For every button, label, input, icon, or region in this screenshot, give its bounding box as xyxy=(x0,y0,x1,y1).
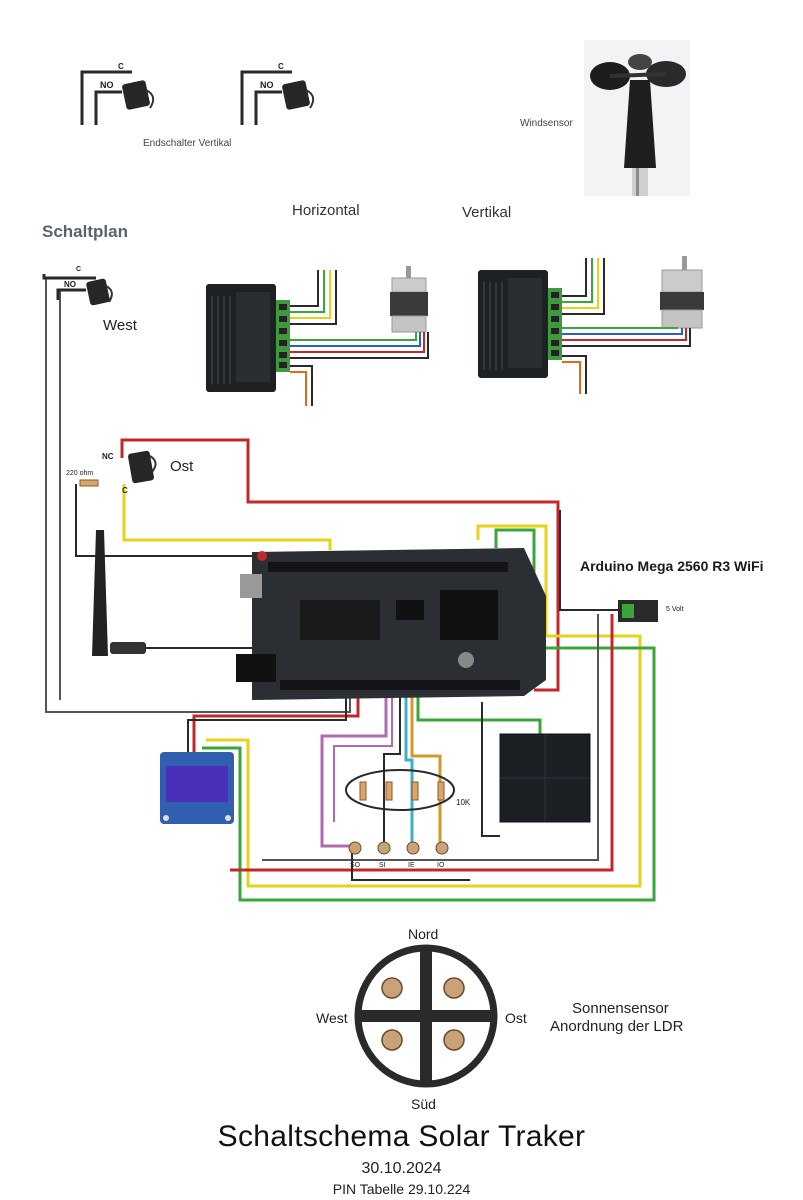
endschalter-label: Endschalter Vertikal xyxy=(143,138,232,149)
footer-pin-table: PIN Tabelle 29.10.224 xyxy=(332,1181,471,1197)
ldr-label-4: IO xyxy=(437,862,445,869)
anemometer-image xyxy=(584,40,690,196)
solar-panel xyxy=(499,733,591,823)
stepper-motor-horizontal xyxy=(390,266,428,333)
switch-c-label-ost: C xyxy=(122,486,128,495)
ldr-sensors xyxy=(348,841,449,855)
driver-wiring-vertical xyxy=(562,258,691,394)
switch-c-label-west: C xyxy=(76,266,82,273)
power-jack-label: 5 Volt xyxy=(666,606,684,613)
resistor-10k-label: 10K xyxy=(456,798,471,807)
power-jack xyxy=(618,600,658,622)
arduino-label: Arduino Mega 2560 R3 WiFi xyxy=(580,558,764,574)
switch-no-label-2: NO xyxy=(260,80,274,90)
ldr-label-1: SO xyxy=(350,862,361,869)
ldr-resistor-group xyxy=(345,769,455,811)
footer-date: 30.10.2024 xyxy=(361,1160,442,1177)
limit-switch-top-2 xyxy=(240,70,315,125)
driver-wiring-horizontal xyxy=(290,270,429,406)
compass-sued-label: Süd xyxy=(411,1096,436,1112)
stepper-driver-vertical xyxy=(478,270,562,378)
switch-c-label-1: C xyxy=(118,62,124,71)
schaltplan-heading: Schaltplan xyxy=(42,222,128,241)
vertikal-label: Vertikal xyxy=(462,204,512,221)
resistor-220-label: 220 ohm xyxy=(66,470,94,477)
sonnensensor-line1: Sonnensensor xyxy=(572,1000,669,1017)
switch-c-label-2: C xyxy=(278,62,284,71)
limit-switch-west xyxy=(42,274,113,306)
switch-nc-label-ost: NC xyxy=(102,452,114,461)
switch-no-label-1: NO xyxy=(100,80,114,90)
ldr-label-2: SI xyxy=(379,862,386,869)
wifi-antenna xyxy=(92,530,146,656)
footer-title: Schaltschema Solar Traker xyxy=(217,1120,586,1153)
switch-no-label-west: NO xyxy=(64,280,76,289)
sun-sensor-compass xyxy=(354,944,498,1088)
limit-switch-top-1 xyxy=(80,70,155,125)
stepper-motor-vertical xyxy=(660,256,704,329)
ldr-label-3: IE xyxy=(408,862,415,869)
arduino-mega-board xyxy=(236,548,546,700)
compass-nord-label: Nord xyxy=(408,926,439,942)
oled-display xyxy=(160,752,234,824)
limit-switch-ost xyxy=(79,450,157,487)
windsensor-label: Windsensor xyxy=(520,118,573,129)
horizontal-label: Horizontal xyxy=(292,202,360,219)
ost-switch-label: Ost xyxy=(170,458,194,475)
stepper-driver-horizontal xyxy=(206,284,290,392)
compass-ost-label: Ost xyxy=(505,1010,527,1026)
west-switch-label: West xyxy=(103,317,137,334)
compass-west-label: West xyxy=(316,1010,348,1026)
sonnensensor-line2: Anordnung der LDR xyxy=(550,1018,684,1035)
